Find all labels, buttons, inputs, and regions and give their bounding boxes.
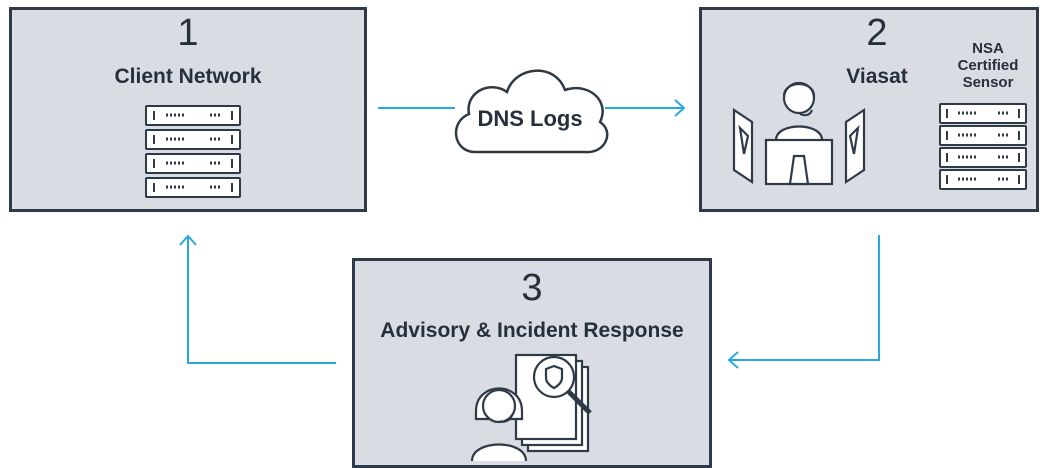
nsa-sensor-label: NSA Certified Sensor	[957, 40, 1019, 91]
step-number-2: 2	[866, 12, 888, 54]
step-number-3: 3	[521, 267, 543, 309]
analyst-investigation-icon	[470, 353, 592, 462]
arrowhead-viasat	[674, 99, 686, 117]
dns-logs-label: DNS Logs	[477, 106, 583, 131]
arrowhead-client	[179, 234, 197, 246]
client-network-title: Client Network	[114, 65, 262, 88]
advisory-box: 3 Advisory & Incident Response	[352, 258, 712, 468]
arrowhead-response	[727, 351, 739, 369]
arrow-viasat-to-response	[730, 235, 880, 361]
advisory-title: Advisory & Incident Response	[380, 319, 684, 342]
cloud-icon	[454, 69, 609, 154]
viasat-title: Viasat	[846, 65, 908, 88]
client-network-box: 1 Client Network	[9, 7, 367, 212]
step-number-1: 1	[177, 12, 199, 54]
viasat-box: 2 Viasat NSA Certified Sensor	[699, 7, 1039, 212]
sensor-server-icon	[939, 103, 1027, 190]
server-rack-icon	[145, 105, 241, 198]
arrow-response-to-client	[187, 237, 336, 364]
analyst-workstation-icon	[732, 81, 866, 186]
